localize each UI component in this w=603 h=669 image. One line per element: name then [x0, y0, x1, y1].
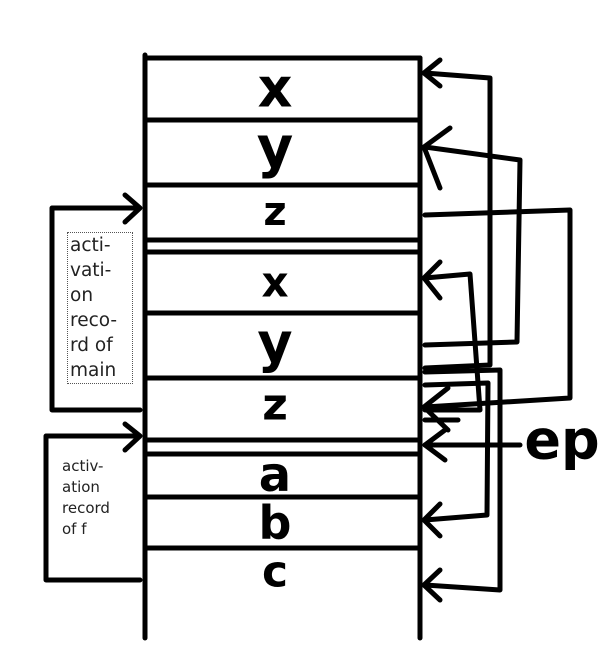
label-activation-record-f: activ- ation record of f — [62, 456, 142, 540]
arrowhead — [421, 259, 443, 301]
label-line: vati- — [70, 260, 112, 281]
cell-var: y — [257, 312, 292, 375]
label-line: of f — [62, 520, 87, 538]
ep-label: ep — [524, 409, 599, 472]
label-line: main — [70, 360, 117, 381]
cell-var: b — [259, 496, 292, 550]
arrowhead — [421, 125, 453, 191]
label-line: acti- — [70, 235, 111, 256]
link-arrow — [422, 367, 503, 593]
label-line: ation — [62, 478, 100, 496]
label-activation-record-main: acti- vati- on reco- rd of main — [67, 232, 133, 384]
cell-var: x — [258, 57, 293, 120]
label-line: activ- — [62, 457, 104, 475]
bracket-main — [49, 205, 143, 413]
cell-var: z — [263, 189, 286, 235]
label-line: rd of — [70, 335, 113, 356]
label-line: reco- — [70, 310, 118, 331]
arrowhead — [421, 385, 451, 433]
label-line: on — [70, 285, 94, 306]
cell-var: y — [257, 116, 294, 181]
label-line: record — [62, 499, 110, 517]
cell-var: x — [261, 258, 288, 307]
arrowhead-f — [122, 421, 143, 453]
cell-var: z — [262, 380, 288, 431]
arrowhead — [421, 501, 443, 539]
arrowhead — [421, 57, 443, 89]
link-arrow — [422, 144, 523, 348]
arrowhead-main — [122, 192, 143, 225]
link-arrow — [422, 271, 483, 413]
cell-var: c — [262, 547, 288, 598]
link-arrow — [422, 380, 491, 523]
arrowhead — [421, 567, 443, 603]
ep-arrowhead — [422, 427, 448, 463]
cell-var: a — [259, 447, 291, 503]
link-arrow — [422, 70, 493, 371]
bracket-f — [43, 433, 143, 583]
